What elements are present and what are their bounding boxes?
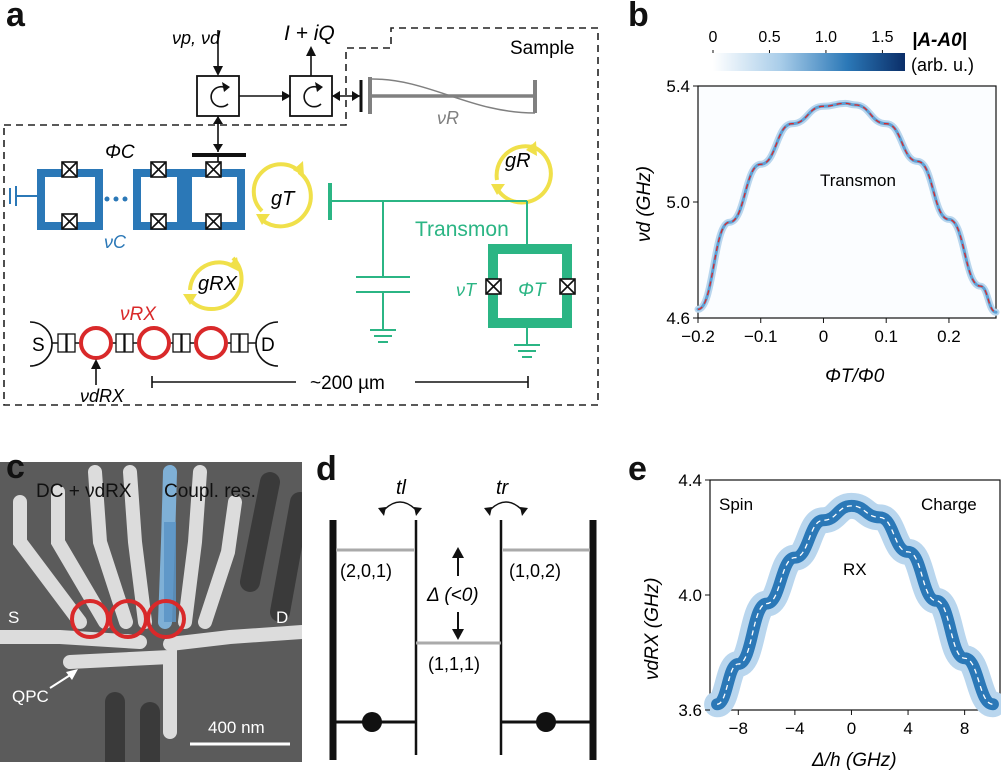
label-delta: Δ (<0) bbox=[426, 585, 479, 606]
xlabel-e: Δ/h (GHz) bbox=[811, 750, 897, 771]
x-tick-label: −4 bbox=[785, 719, 804, 738]
label-s: S bbox=[32, 335, 45, 356]
state-left: (2,0,1) bbox=[340, 561, 392, 581]
colorbar-tick-label: 1.5 bbox=[871, 29, 893, 46]
panel-e: e −8 −4 0 4 8 4.4 4.0 3.6 Spin Charge RX Δ/h (… bbox=[620, 450, 1001, 772]
sem-image: S D QPC 400 nm bbox=[0, 462, 302, 762]
annotation-charge: Charge bbox=[921, 495, 977, 514]
label-coupl: Coupl. res. bbox=[164, 481, 256, 503]
colorbar-tick-label: 0 bbox=[709, 29, 718, 46]
label-phit: ΦT bbox=[518, 280, 547, 301]
ylabel-e: νdRX (GHz) bbox=[642, 578, 663, 680]
panel-e-label: e bbox=[628, 450, 647, 489]
colorbar-title: |A-A0| bbox=[912, 30, 967, 51]
ylabel-b: νd (GHz) bbox=[634, 166, 655, 242]
circuit-diagram: νp, νd I + iQ Sample νR ΦC νC gT gR gRX … bbox=[0, 0, 620, 420]
x-tick-label: 8 bbox=[960, 719, 969, 738]
x-tick-label: 0.2 bbox=[937, 327, 961, 346]
y-tick-label: 4.6 bbox=[666, 309, 690, 328]
y-tick-label: 4.0 bbox=[678, 586, 702, 605]
panel-a: a bbox=[0, 0, 620, 420]
energy-diagram: tl tr (2,0,1) (1,0,2) (1,1,1) Δ (<0) bbox=[310, 450, 630, 772]
qpc-arrow bbox=[0, 462, 302, 762]
panel-a-label: a bbox=[6, 0, 25, 35]
x-tick-label: 4 bbox=[903, 719, 912, 738]
annotation-transmon: Transmon bbox=[820, 171, 896, 190]
transmon-circuit bbox=[330, 183, 567, 357]
label-phic: ΦC bbox=[105, 142, 135, 163]
chart-b: 0 0.5 1.0 1.5 |A-A0| (arb. u.) −0.2 −0.1 0 0.1… bbox=[620, 0, 1001, 420]
sem-scalebar: 400 nm bbox=[208, 718, 265, 738]
x-tick-label: 0.1 bbox=[874, 327, 898, 346]
annotation-rx: RX bbox=[843, 560, 867, 579]
colorbar-tick-label: 1.0 bbox=[815, 29, 837, 46]
colorbar bbox=[713, 53, 905, 71]
x-tick-label: 0 bbox=[847, 719, 856, 738]
label-transmon: Transmon bbox=[415, 218, 509, 241]
circulator-1 bbox=[197, 76, 239, 116]
label-vt: νT bbox=[456, 280, 478, 300]
circulator-2 bbox=[290, 76, 332, 116]
rx-chain bbox=[30, 322, 278, 385]
y-tick-label: 4.4 bbox=[678, 471, 702, 490]
panel-c-label: c bbox=[6, 448, 25, 487]
label-grx: gRX bbox=[198, 273, 238, 295]
colorbar-unit: (arb. u.) bbox=[911, 55, 974, 75]
x-tick-label: −0.1 bbox=[744, 327, 778, 346]
label-vr: νR bbox=[437, 108, 459, 128]
label-tl: tl bbox=[396, 477, 407, 499]
label-dc: DC + νdRX bbox=[36, 481, 132, 503]
panel-d: d tl tr (2,0,1) (1,0,2) bbox=[310, 450, 630, 772]
x-tick-label: −0.2 bbox=[681, 327, 715, 346]
label-scale: ~200 µm bbox=[310, 373, 385, 394]
chart-e: −8 −4 0 4 8 4.4 4.0 3.6 Spin Charge RX Δ/h (GH… bbox=[620, 450, 1001, 772]
label-vc: νC bbox=[104, 232, 127, 252]
xlabel-b: ΦT/Φ0 bbox=[825, 366, 885, 387]
electron-left bbox=[362, 712, 382, 732]
state-right: (1,0,2) bbox=[509, 561, 561, 581]
panel-d-label: d bbox=[316, 450, 337, 489]
label-iq: I + iQ bbox=[284, 22, 335, 45]
y-tick-label: 5.0 bbox=[666, 193, 690, 212]
y-tick-label: 5.4 bbox=[666, 77, 690, 96]
annotation-spin: Spin bbox=[719, 495, 753, 514]
colorbar-tick-label: 0.5 bbox=[758, 29, 780, 46]
label-vp-vd: νp, νd bbox=[172, 28, 221, 48]
label-tr: tr bbox=[496, 477, 510, 499]
electron-right bbox=[536, 712, 556, 732]
label-d: D bbox=[261, 335, 275, 356]
panel-b-label: b bbox=[628, 0, 649, 35]
x-tick-label: −8 bbox=[729, 719, 748, 738]
state-mid: (1,1,1) bbox=[428, 654, 480, 674]
label-gr: gR bbox=[505, 150, 531, 172]
x-tick-label: 0 bbox=[819, 327, 828, 346]
label-sample: Sample bbox=[510, 38, 574, 59]
label-vrx: νRX bbox=[120, 304, 157, 325]
label-vdrx: νdRX bbox=[80, 386, 125, 406]
label-gt: gT bbox=[271, 188, 296, 210]
y-tick-label: 3.6 bbox=[678, 701, 702, 720]
